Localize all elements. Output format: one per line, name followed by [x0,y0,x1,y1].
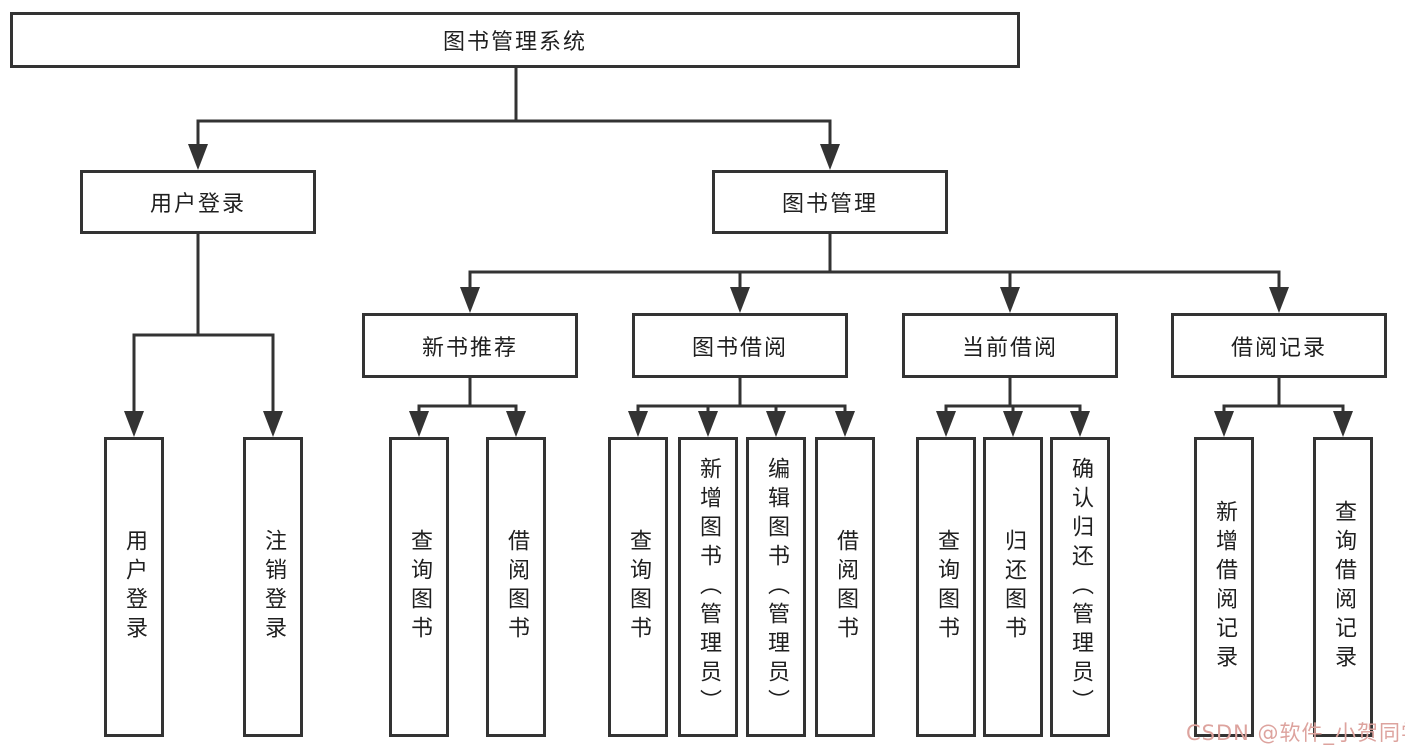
leaf-edit-books-admin: 编辑图书（管理员） [746,437,806,737]
leaf-add-books-admin-label: 新增图书（管理员） [696,456,721,718]
node-current-borrowing: 当前借阅 [902,313,1118,378]
watermark: CSDN @软件_小贺同学 [1186,721,1405,745]
node-book-management: 图书管理 [712,170,948,234]
node-book-borrowing-label: 图书借阅 [691,335,788,361]
leaf-confirm-return-admin-label: 确认归还（管理员） [1068,456,1093,718]
node-borrowing-records: 借阅记录 [1171,313,1387,378]
leaf-user-login: 用户登录 [104,437,164,737]
connector-root [188,68,840,170]
leaf-logout-label: 注销登录 [261,529,286,645]
connector-new-book [409,378,526,437]
connector-records [1214,378,1353,437]
connector-user-login [124,234,283,437]
leaf-return-books: 归还图书 [983,437,1043,737]
node-library-system: 图书管理系统 [10,12,1020,68]
node-book-management-label: 图书管理 [781,192,878,217]
leaf-borrow-books-2-label: 借阅图书 [833,529,858,645]
leaf-return-books-label: 归还图书 [1001,529,1026,645]
node-new-book-recommendation-label: 新书推荐 [421,335,518,361]
leaf-add-borrow-record-label: 新增借阅记录 [1212,500,1237,674]
leaf-query-books-3-label: 查询图书 [934,529,959,645]
leaf-query-books-1-label: 查询图书 [407,529,432,645]
leaf-add-books-admin: 新增图书（管理员） [678,437,738,737]
leaf-borrow-books-2: 借阅图书 [815,437,875,737]
leaf-query-borrow-record-label: 查询借阅记录 [1331,500,1356,674]
leaf-confirm-return-admin: 确认归还（管理员） [1050,437,1110,737]
connector-book-management [460,234,1289,313]
leaf-query-books-2: 查询图书 [608,437,668,737]
leaf-edit-books-admin-label: 编辑图书（管理员） [764,456,789,718]
node-user-login-label: 用户登录 [149,192,246,217]
node-current-borrowing-label: 当前借阅 [961,335,1058,361]
node-user-login: 用户登录 [80,170,316,234]
node-library-system-label: 图书管理系统 [442,30,587,55]
connector-current-borrow [936,378,1090,437]
leaf-borrow-books-1: 借阅图书 [486,437,546,737]
leaf-query-borrow-record: 查询借阅记录 [1313,437,1373,737]
node-book-borrowing: 图书借阅 [632,313,848,378]
node-borrowing-records-label: 借阅记录 [1230,335,1327,361]
leaf-add-borrow-record: 新增借阅记录 [1194,437,1254,737]
connector-book-borrow [628,378,855,437]
node-new-book-recommendation: 新书推荐 [362,313,578,378]
leaf-logout: 注销登录 [243,437,303,737]
leaf-query-books-2-label: 查询图书 [626,529,651,645]
leaf-borrow-books-1-label: 借阅图书 [504,529,529,645]
leaf-user-login-label: 用户登录 [122,529,147,645]
leaf-query-books-1: 查询图书 [389,437,449,737]
leaf-query-books-3: 查询图书 [916,437,976,737]
